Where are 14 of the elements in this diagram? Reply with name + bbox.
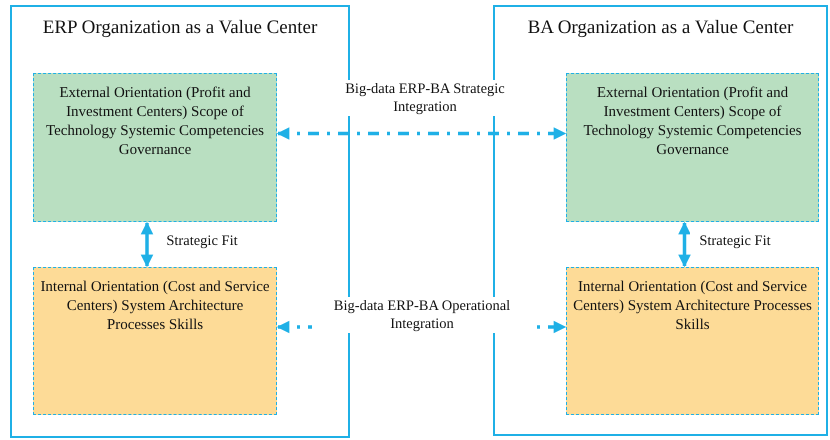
arrow xyxy=(140,222,154,268)
box-text: Internal Orientation (Cost and Service Centers) System Architecture Processes Skills xyxy=(40,278,270,335)
container-title: ERP Organization as a Value Center xyxy=(42,17,318,39)
arrow xyxy=(678,222,691,268)
arrow xyxy=(276,127,566,140)
edge-label: Big-data ERP-BA Operational Integration xyxy=(312,297,532,333)
box-text: External Orientation (Profit and Investment Centers) Scope of Technology Systemic Competencies Governance xyxy=(582,84,803,160)
container-title: BA Organization as a Value Center xyxy=(526,17,794,39)
box-text: Internal Orientation (Cost and Service Centers) System Architecture Processes Skills xyxy=(573,278,812,335)
orientation-box xyxy=(33,73,277,222)
orientation-box xyxy=(566,267,819,415)
orientation-box xyxy=(566,73,819,222)
orientation-box xyxy=(33,267,277,415)
box-text: External Orientation (Profit and Investment Centers) Scope of Technology Systemic Competencies Governance xyxy=(44,84,266,160)
